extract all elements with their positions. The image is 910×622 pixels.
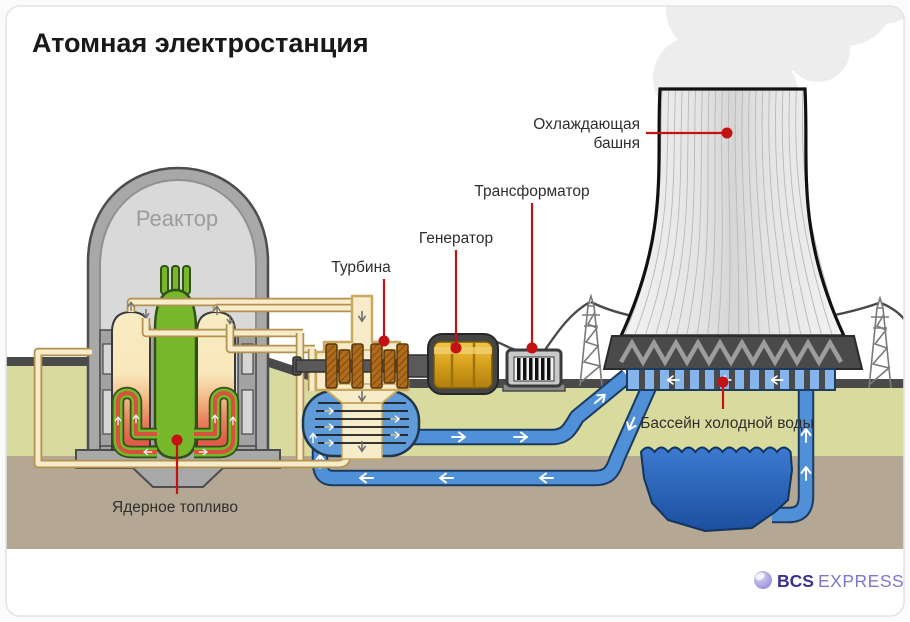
water-reservoir	[639, 446, 794, 533]
power-pylon-right	[868, 295, 892, 389]
reactor-label: Реактор	[136, 206, 218, 231]
cooling-tower-louvers	[619, 338, 843, 367]
nuclear-fuel-label: Ядерное топливо	[112, 499, 238, 516]
cooling-tower-label-line1: Охлаждающая	[533, 116, 640, 133]
reactor-building: Реактор	[75, 166, 281, 488]
cold-water-pool	[626, 368, 836, 391]
card-border	[5, 5, 905, 617]
cooling-tower-label-line2: башня	[593, 135, 640, 152]
brand-name-light: EXPRESS	[818, 571, 904, 591]
reservoir-pipe	[772, 388, 815, 524]
annotations: Атомная электростанция Турбина Генератор…	[32, 28, 814, 516]
transformer-fins	[517, 358, 551, 380]
transformer-label: Трансформатор	[474, 183, 589, 200]
generator-label: Генератор	[419, 230, 493, 247]
page-title: Атомная электростанция	[32, 28, 369, 58]
power-pylon-left	[579, 293, 603, 387]
brand-name-bold: BCS	[777, 571, 814, 591]
generator	[407, 333, 499, 395]
cooling-tower-shell	[621, 89, 844, 336]
transformer	[502, 348, 566, 392]
coolant-loops	[111, 386, 240, 459]
turbine-label: Турбина	[331, 259, 391, 276]
cold-water-pool-label: Бассейн холодной воды	[640, 415, 814, 432]
cooling-water-pipes	[311, 369, 815, 524]
turbine-wheels	[325, 343, 409, 389]
warm-water-pipe	[404, 369, 633, 446]
brand-logo: BCS EXPRESS	[754, 571, 904, 591]
cooling-tower	[602, 87, 864, 391]
turbine	[292, 294, 437, 404]
steam-pipes	[33, 297, 363, 469]
